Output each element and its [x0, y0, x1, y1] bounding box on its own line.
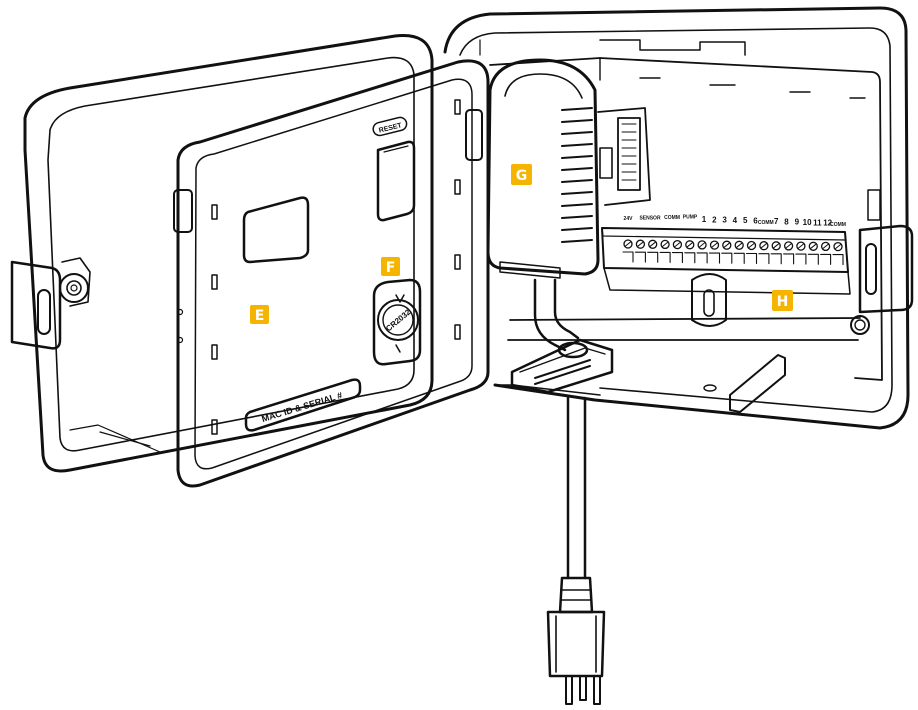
- terminal-label-zone-1: 2: [712, 215, 717, 224]
- circuit-board: [597, 107, 651, 206]
- terminal-label-zone-3: 4: [733, 216, 738, 225]
- terminal-label-zone-13: COMM: [830, 222, 846, 228]
- terminal-label-zone-5: 6: [753, 217, 758, 226]
- terminal-label-sensor: SENSOR: [639, 216, 661, 222]
- terminal-label-zone-2: 3: [722, 216, 727, 225]
- terminal-screw[interactable]: [758, 241, 770, 265]
- callout-f-label: F: [386, 260, 396, 276]
- callout-h-label: H: [777, 294, 789, 310]
- terminal-screw[interactable]: [770, 241, 782, 265]
- transformer: [486, 58, 600, 279]
- terminal-label-pump: PUMP: [683, 215, 698, 221]
- panel-slots: [211, 99, 461, 435]
- terminal-screw[interactable]: [820, 241, 832, 265]
- terminal-screw[interactable]: [832, 241, 844, 266]
- terminal-screw[interactable]: [795, 241, 807, 265]
- display-window: [242, 196, 310, 264]
- terminal-screw[interactable]: [684, 240, 696, 264]
- terminal-screw[interactable]: [659, 239, 671, 263]
- terminal-screw[interactable]: [807, 241, 819, 265]
- terminal-label-24v: 24V: [624, 216, 634, 222]
- callout-e: E: [250, 305, 269, 324]
- terminal-screw[interactable]: [708, 240, 721, 264]
- terminal-screw-row: [622, 239, 844, 266]
- terminal-screw[interactable]: [647, 239, 659, 263]
- terminal-label-zone-12: 12: [823, 219, 832, 228]
- callout-h: H: [772, 290, 793, 311]
- plug-icon: [546, 610, 606, 678]
- terminal-screw[interactable]: [671, 239, 683, 264]
- main-housing: [443, 6, 914, 430]
- latch-wheel-icon: [59, 257, 91, 307]
- power-cord: [494, 278, 614, 705]
- terminal-screw[interactable]: [622, 239, 634, 263]
- terminal-label-zone-4: 5: [743, 216, 748, 225]
- terminal-label-zone-6: COMM: [758, 220, 774, 226]
- terminal-screw[interactable]: [634, 239, 646, 263]
- terminal-screw[interactable]: [696, 240, 708, 264]
- terminal-label-zone-7: 7: [774, 217, 779, 226]
- terminal-label-comm: COMM: [664, 215, 680, 221]
- terminal-screw[interactable]: [745, 240, 758, 265]
- callout-g: G: [511, 164, 532, 185]
- terminal-label-zone-10: 10: [803, 218, 812, 227]
- callout-e-label: E: [255, 308, 265, 324]
- transformer-fins: [561, 107, 593, 243]
- terminal-label-zone-0: 1: [702, 215, 707, 224]
- terminal-screw[interactable]: [733, 240, 745, 264]
- reset-button[interactable]: RESET: [372, 116, 416, 222]
- outer-cover: [10, 34, 434, 473]
- terminal-label-zone-11: 11: [813, 218, 822, 227]
- terminal-screw[interactable]: [721, 240, 733, 264]
- terminal-label-zone-8: 8: [784, 217, 789, 226]
- battery-holder: CR2032: [372, 278, 422, 366]
- terminal-label-zone-9: 9: [795, 218, 800, 227]
- mount-keyhole: [691, 273, 727, 327]
- battery-label: CR2032: [384, 307, 413, 333]
- callout-g-label: G: [516, 168, 528, 184]
- callout-f: F: [381, 257, 400, 276]
- terminal-screw[interactable]: [783, 241, 795, 265]
